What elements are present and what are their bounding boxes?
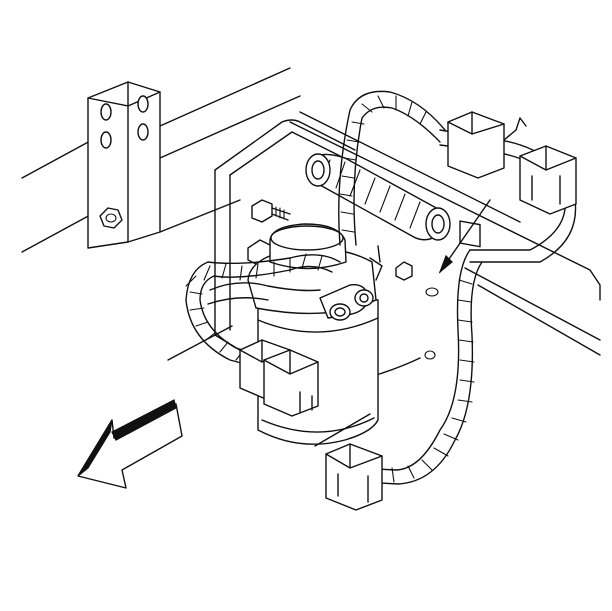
- callout-leaders: [167, 199, 491, 447]
- engine-wiring-harness: [185, 90, 577, 485]
- harness-connectors: [239, 111, 577, 511]
- lower-right-connector: [325, 443, 383, 511]
- bracket-bolt: [99, 207, 123, 229]
- filter-ports: [319, 284, 374, 321]
- upper-connector-b: [519, 145, 577, 215]
- upper-connector-a: [447, 111, 527, 248]
- direction-arrow-icon: [77, 399, 183, 489]
- frame-rail-lines: [21, 67, 301, 253]
- lower-left-connector: [239, 339, 319, 417]
- mounting-panel: [214, 111, 601, 381]
- bracket-holes: [100, 95, 149, 149]
- fuel-filter-assembly: [247, 223, 383, 445]
- side-nut: [395, 261, 413, 281]
- upper-stud: [251, 199, 291, 223]
- mounting-bracket: [87, 81, 161, 249]
